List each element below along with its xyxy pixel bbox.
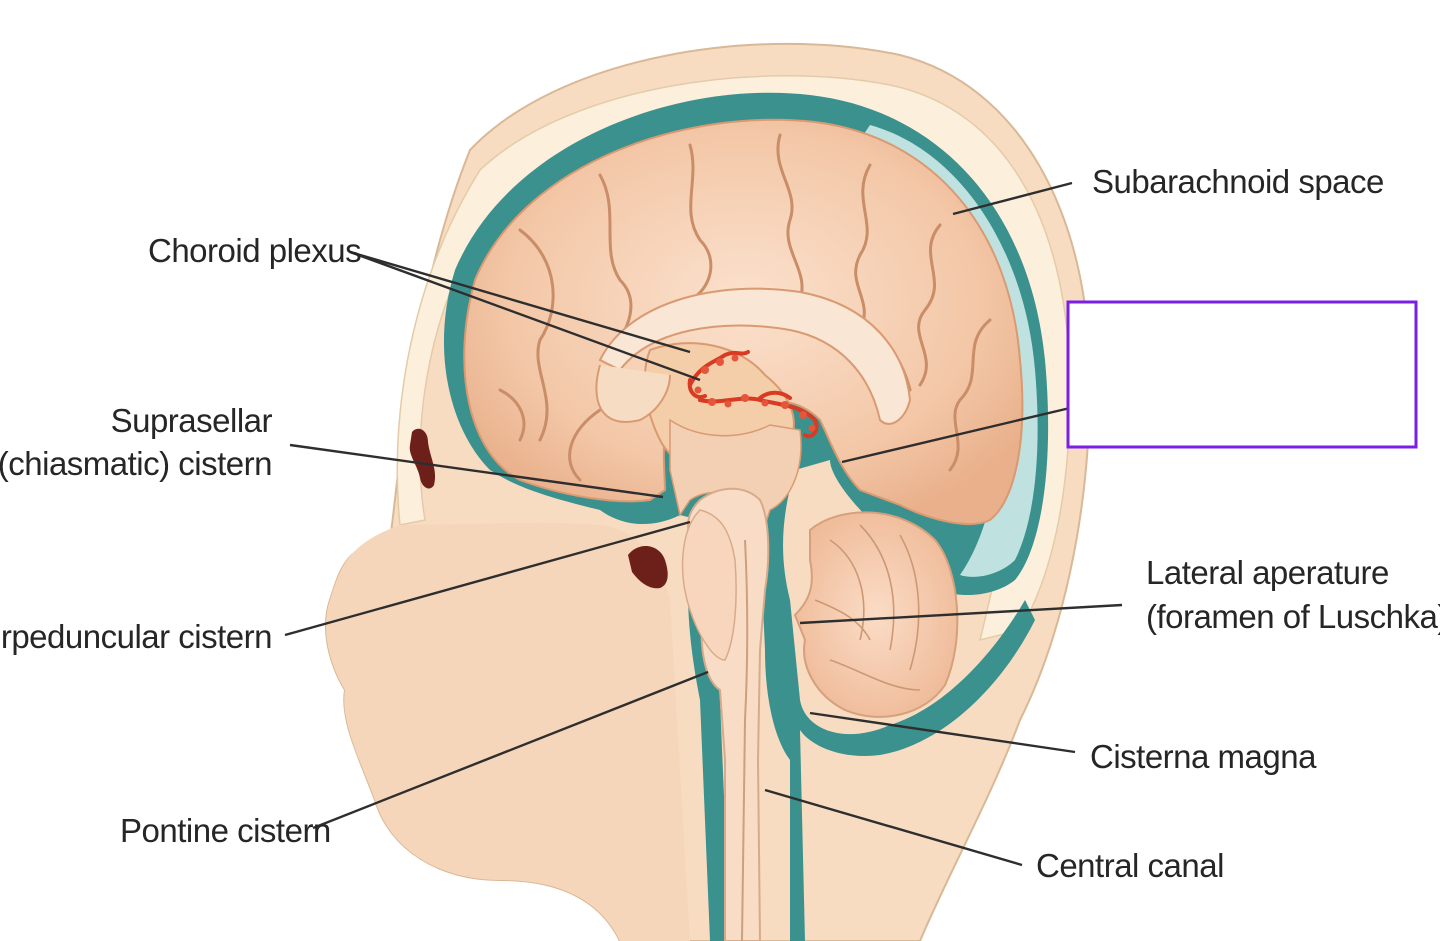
leader-choroid-1 bbox=[349, 250, 691, 354]
label-choroid-plexus: Choroid plexus bbox=[148, 232, 361, 269]
label-interpeduncular-cistern: Interpeduncular cistern bbox=[0, 618, 272, 655]
label-cisterna-magna: Cisterna magna bbox=[1090, 738, 1317, 775]
leader-suprasellar bbox=[289, 443, 664, 499]
label-suprasellar-line2: (chiasmatic) cistern bbox=[0, 445, 272, 482]
label-subarachnoid-space: Subarachnoid space bbox=[1092, 163, 1384, 200]
label-lateral-aperture-line2: (foramen of Luschka) bbox=[1146, 598, 1440, 635]
label-pontine-cistern: Pontine cistern bbox=[120, 812, 331, 849]
leader-answer-box bbox=[841, 406, 1071, 464]
cerebellum bbox=[793, 511, 959, 718]
leader-central-canal bbox=[764, 788, 1023, 867]
bone-mark-sphenoid bbox=[628, 545, 668, 589]
choroid-plexus bbox=[687, 350, 819, 439]
leader-interpeduncular bbox=[284, 520, 691, 637]
fornix bbox=[595, 364, 671, 423]
choroid-plexus-dots bbox=[694, 354, 816, 432]
label-central-canal: Central canal bbox=[1036, 847, 1224, 884]
leader-subarachnoid bbox=[952, 181, 1073, 216]
central-canal bbox=[741, 539, 749, 941]
label-suprasellar-line1: Suprasellar bbox=[111, 402, 273, 439]
midbrain bbox=[669, 418, 802, 542]
corpus-callosum bbox=[598, 287, 912, 425]
leader-lines bbox=[284, 181, 1123, 867]
subarachnoid-light bbox=[860, 125, 1038, 577]
face-skin bbox=[325, 522, 690, 941]
label-lateral-aperture-line1: Lateral aperature bbox=[1146, 554, 1389, 591]
leader-lateral-aperture bbox=[799, 603, 1123, 625]
bone-mark-frontal bbox=[409, 428, 436, 489]
leader-cisterna-magna bbox=[809, 711, 1076, 754]
leader-pontine bbox=[312, 670, 709, 830]
answer-box[interactable] bbox=[1066, 300, 1418, 449]
cerebellum-folia bbox=[814, 524, 921, 691]
pons bbox=[681, 509, 737, 661]
leader-choroid-2 bbox=[349, 250, 701, 382]
